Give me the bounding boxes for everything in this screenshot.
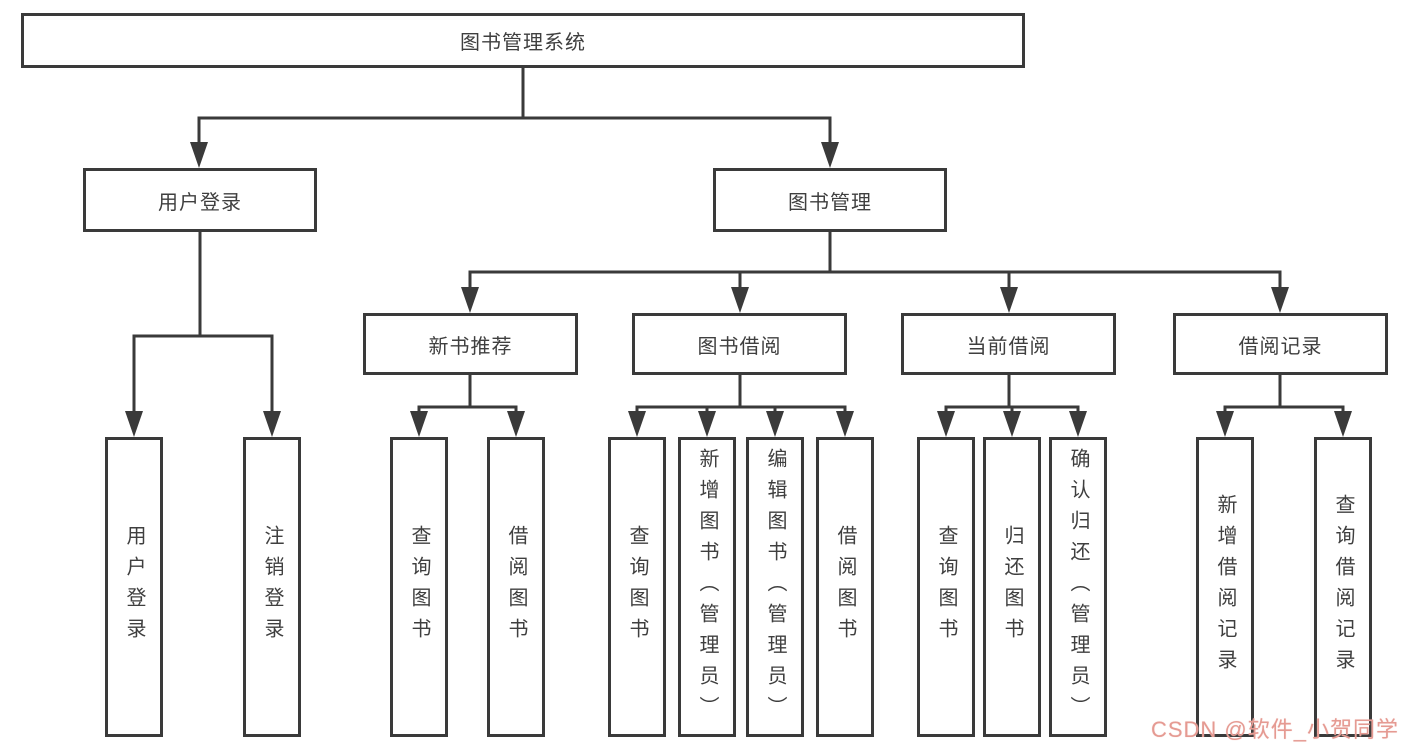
leaf-query-book-borrow: 查询图书 [608, 437, 666, 737]
leaf-add-borrow-record: 新增借阅记录 [1196, 437, 1254, 737]
leaf-query-book-recommend: 查询图书 [390, 437, 448, 737]
leaf-logout-login: 注销登录 [243, 437, 301, 737]
node-borrow-records: 借阅记录 [1173, 313, 1388, 375]
csdn-watermark: CSDN @软件_小贺同学 [1150, 717, 1399, 742]
node-user-login: 用户登录 [83, 168, 317, 232]
leaf-query-book-current: 查询图书 [917, 437, 975, 737]
leaf-return-book: 归还图书 [983, 437, 1041, 737]
edges-user-login-children [125, 232, 281, 437]
node-book-borrow: 图书借阅 [632, 313, 847, 375]
node-new-book-recommend: 新书推荐 [363, 313, 578, 375]
node-book-management: 图书管理 [713, 168, 947, 232]
leaf-user-login: 用户登录 [105, 437, 163, 737]
leaf-query-borrow-record: 查询借阅记录 [1314, 437, 1372, 737]
edges-book-borrow-children [628, 375, 854, 437]
edges-root-to-level1 [190, 68, 839, 168]
edges-book-management-to-level2 [461, 232, 1289, 313]
leaf-borrow-book-recommend: 借阅图书 [487, 437, 545, 737]
edges-borrow-records-children [1216, 375, 1352, 437]
leaf-borrow-book: 借阅图书 [816, 437, 874, 737]
node-current-borrow: 当前借阅 [901, 313, 1116, 375]
edges-new-book-recommend-children [410, 375, 525, 437]
edges-current-borrow-children [937, 375, 1087, 437]
leaf-confirm-return-admin: 确认归还（管理员） [1049, 437, 1107, 737]
node-library-management-system: 图书管理系统 [21, 13, 1025, 68]
leaf-add-book-admin: 新增图书（管理员） [678, 437, 736, 737]
leaf-edit-book-admin: 编辑图书（管理员） [746, 437, 804, 737]
